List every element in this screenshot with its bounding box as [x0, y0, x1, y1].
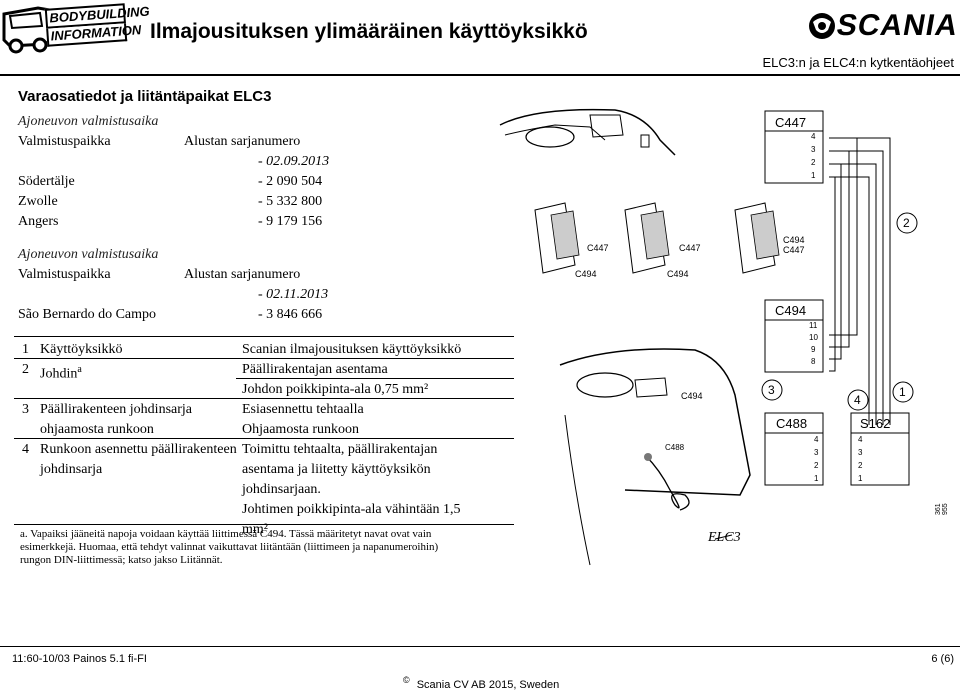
c488-pin: 4 — [814, 435, 819, 444]
logo-text: BODYBUILDING INFORMATION — [44, 3, 150, 47]
group1-row-serial: - 9 179 156 — [258, 214, 323, 229]
s162-pin: 2 — [858, 461, 863, 470]
row-desc: Toimittu tehtaalta, päällirakentajan ase… — [242, 442, 461, 537]
row-divider — [14, 438, 514, 439]
group2-row-serial: - 3 846 666 — [258, 307, 323, 322]
bracket-label-combo-1: C494 — [783, 235, 805, 245]
bracket-label-c447: C447 — [587, 243, 609, 253]
bracket-label-combo-2: C447 — [783, 245, 805, 255]
row-number: 1 — [22, 342, 29, 357]
c494-pin: 10 — [809, 333, 818, 342]
row-item-wrap: Johdina — [40, 360, 82, 385]
c447-pin: 1 — [811, 171, 816, 180]
row-divider — [14, 358, 514, 359]
callout-3: 3 — [768, 383, 775, 397]
elc3-label: ELC3 — [708, 530, 741, 545]
row-number: 4 — [22, 442, 29, 457]
group2-row-place: São Bernardo do Campo — [18, 307, 157, 322]
c447-pin: 4 — [811, 132, 816, 141]
scania-logo — [808, 10, 958, 47]
group1-row-place: Zwolle — [18, 194, 58, 209]
bracket-label-c447: C447 — [679, 243, 701, 253]
row-desc: Scanian ilmajousituksen käyttöyksikkö — [242, 342, 462, 357]
row-item: Johdin — [40, 366, 78, 382]
footnote-text: Vapaiksi jääneitä napoja voidaan käyttää… — [20, 528, 439, 566]
s162-pin: 4 — [858, 435, 863, 444]
group1-row-place: Södertälje — [18, 174, 75, 189]
bracket-label-combo: C494 C447 — [783, 235, 805, 255]
c488-pin: 3 — [814, 448, 819, 457]
group1-heading: Ajoneuvon valmistusaika — [18, 114, 159, 129]
table-top-rule — [14, 336, 514, 337]
c488-pin: 2 — [814, 461, 819, 470]
group1-row-place: Angers — [18, 214, 59, 229]
s162-label: S162 — [860, 416, 891, 431]
row-divider — [14, 398, 514, 399]
footer-doc-id: 11:60-10/03 Painos 5.1 fi-FI — [12, 653, 147, 665]
row-desc: Johdon poikkipinta-ala 0,75 mm² — [242, 382, 429, 397]
section-title: Varaosatiedot ja liitäntäpaikat ELC3 — [18, 88, 272, 105]
c447-pin: 2 — [811, 158, 816, 167]
c494-pin: 8 — [811, 357, 816, 366]
group2-date: - 02.11.2013 — [258, 287, 329, 302]
c488-pin: 1 — [814, 474, 819, 483]
footer-rule — [0, 646, 960, 647]
page-subtitle: ELC3:n ja ELC4:n kytkentäohjeet — [762, 55, 954, 70]
c447-label: C447 — [775, 115, 807, 130]
copyright-symbol: © — [403, 675, 410, 685]
diagram-graphics — [499, 108, 918, 566]
callout-4: 4 — [854, 393, 861, 407]
group2-heading: Ajoneuvon valmistusaika — [18, 247, 159, 262]
footnote-ref: a — [77, 364, 82, 375]
c494-callout-label: C494 — [681, 391, 703, 401]
group1-row-serial: - 2 090 504 — [258, 174, 323, 189]
c447-pin: 3 — [811, 145, 816, 154]
c488-label: C488 — [776, 416, 808, 431]
footnote-marker: a. — [20, 528, 28, 540]
c488-callout-label: C488 — [665, 443, 685, 452]
bracket-label-c494: C494 — [667, 269, 689, 279]
page-title: Ilmajousituksen ylimääräinen käyttöyksik… — [150, 20, 588, 43]
group2-col-place: Valmistuspaikka — [18, 267, 111, 282]
row-desc: Päällirakentajan asentama — [242, 362, 388, 377]
row-desc: Esiasennettu tehtaalla Ohjaamosta runkoo… — [242, 402, 364, 437]
row-number: 2 — [22, 362, 29, 377]
c494-label: C494 — [775, 303, 807, 318]
callout-1: 1 — [899, 385, 906, 399]
s162-pin: 1 — [858, 474, 863, 483]
footer-copyright: © Scania CV AB 2015, Sweden — [403, 675, 559, 691]
wiring-diagram: C447 4 3 2 1 C447 C494 C447 C494 C494 C4… — [495, 95, 960, 585]
c494-pin: 11 — [809, 321, 818, 330]
footnote: a. Vapaiksi jääneitä napoja voidaan käyt… — [20, 528, 460, 567]
row-item: Runkoon asennettu päällirakenteen johdin… — [40, 442, 237, 477]
row-divider — [236, 378, 514, 379]
table-bottom-rule — [14, 524, 514, 525]
group1-col-place: Valmistuspaikka — [18, 134, 111, 149]
copyright-text: Scania CV AB 2015, Sweden — [416, 678, 560, 691]
group1-col-serial: Alustan sarjanumero — [184, 134, 301, 149]
header-rule — [0, 74, 960, 76]
group1-date: - 02.09.2013 — [258, 154, 330, 169]
group1-row-serial: - 5 332 800 — [258, 194, 323, 209]
row-item: Käyttöyksikkö — [40, 342, 123, 357]
table-row: Johdon poikkipinta-ala 0,75 mm² — [242, 380, 428, 400]
footer-page: 6 (6) — [931, 653, 954, 665]
callout-2: 2 — [903, 216, 910, 230]
bracket-label-c494: C494 — [575, 269, 597, 279]
c494-pin: 9 — [811, 345, 816, 354]
figure-id: 361 955 — [935, 503, 949, 515]
row-item: Päällirakenteen johdinsarja ohjaamosta r… — [40, 402, 192, 437]
brand-wordmark: SCANIA — [834, 9, 960, 42]
s162-pin: 3 — [858, 448, 863, 457]
row-number: 3 — [22, 402, 29, 417]
group2-col-serial: Alustan sarjanumero — [184, 267, 301, 282]
